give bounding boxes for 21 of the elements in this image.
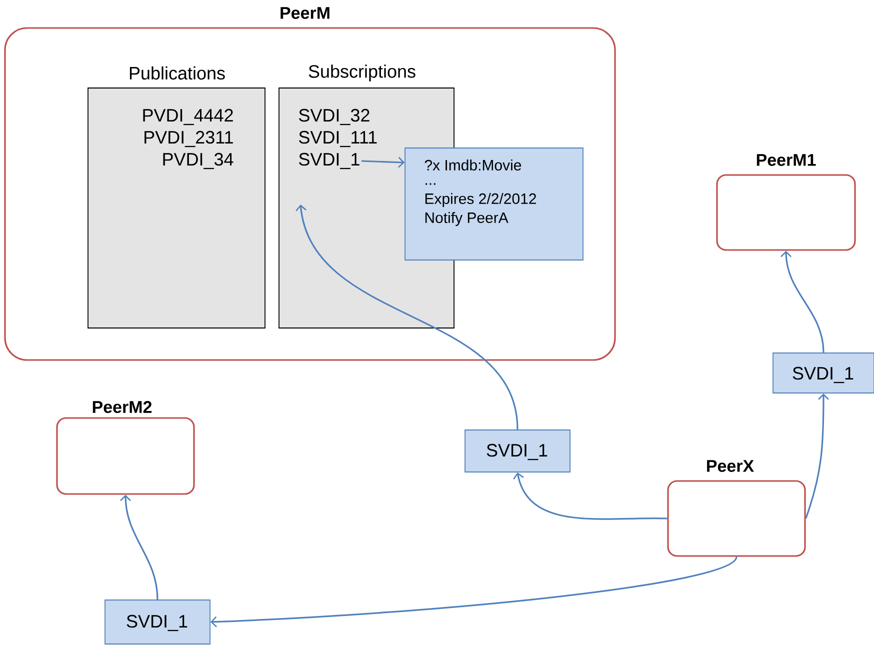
message-box: ?x Imdb:Movie ... Expires 2/2/2012 Notify PeerA bbox=[404, 148, 584, 260]
message-box: SVDI_1 bbox=[772, 352, 874, 394]
arrow bbox=[805, 393, 829, 519]
arrow bbox=[513, 472, 668, 520]
node-label: PeerM2 bbox=[92, 400, 152, 414]
arrow bbox=[120, 494, 158, 600]
peer-box: PeerM1 bbox=[716, 154, 856, 251]
node-label: PeerM bbox=[280, 7, 330, 19]
arrow bbox=[210, 556, 738, 628]
arrow bbox=[780, 250, 824, 353]
peer-box: PeerX bbox=[667, 460, 806, 557]
node-label: Subscriptions bbox=[308, 64, 416, 82]
node-label: Publications bbox=[130, 66, 225, 80]
message-box: SVDI_1 bbox=[464, 430, 570, 472]
list-box: Publications PVDI_4442 PVDI_2311 PVDI_34 bbox=[88, 66, 266, 328]
message-box: SVDI_1 bbox=[104, 600, 210, 644]
arrow bbox=[361, 156, 405, 168]
node-label: PeerM1 bbox=[756, 154, 816, 166]
node-label: PeerX bbox=[707, 460, 754, 472]
arrow bbox=[296, 204, 518, 430]
peer-box: PeerM2 bbox=[56, 400, 195, 495]
